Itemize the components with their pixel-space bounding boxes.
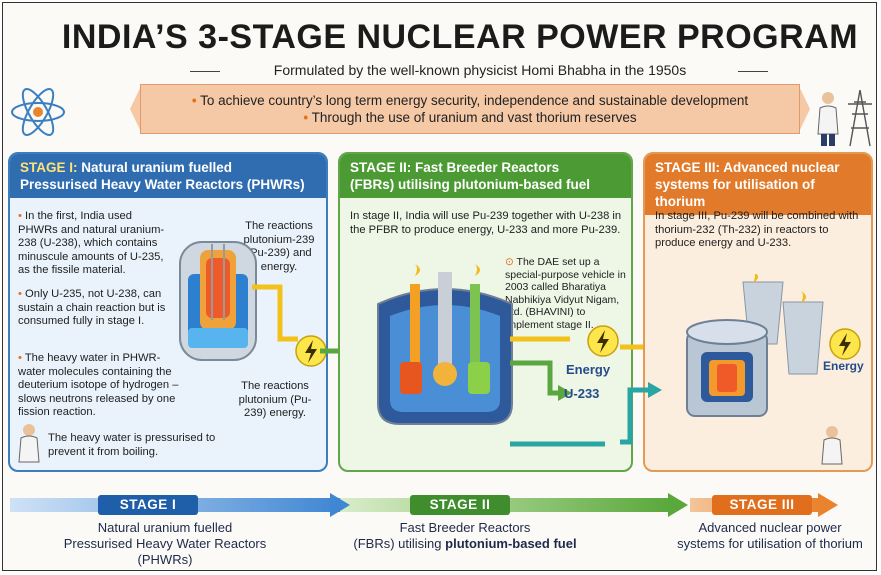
stage-1-title-line2: Pressurised Heavy Water Reactors (PHWRs) — [20, 177, 305, 192]
stage-2-tag: STAGE II: — [350, 160, 412, 175]
stage-3-panel: STAGE III: Advanced nuclear systems for … — [643, 152, 873, 472]
timeline-stage-3-label: STAGE III — [712, 495, 812, 515]
timeline-stage-1-label: STAGE I — [98, 495, 198, 515]
scientist-icon — [18, 424, 40, 463]
subtitle: Formulated by the well-known physicist H… — [273, 62, 687, 78]
timeline-arrowhead-1 — [330, 493, 350, 517]
timeline-stage-3-caption: Advanced nuclear power systems for utili… — [677, 520, 863, 551]
thorium-reactor-illustration — [686, 274, 824, 417]
stage-1-note: The heavy water is pressurised to preven… — [48, 432, 216, 458]
timeline-stage-2-caption: Fast Breeder Reactors (FBRs) utilising p… — [353, 520, 577, 551]
subtitle-rule-right — [738, 71, 768, 72]
stage-2-energy-icon — [587, 325, 619, 357]
stage-2-callout: ⊙ The DAE set up a special-purpose vehic… — [505, 256, 626, 331]
stage-2-title: Fast Breeder Reactors — [415, 160, 560, 175]
phwr-reactor-illustration — [179, 241, 257, 361]
stage-1-callout-bottom: The reactions plutonium (Pu-239) energy. — [238, 380, 312, 419]
stage-1-callout-top: The reactions plutonium-239 (Pu-239) and… — [243, 220, 315, 273]
stage-1-bullet-1: • In the first, India used PHWRs and nat… — [18, 210, 165, 276]
stage-3-title: Advanced nuclear — [723, 160, 840, 175]
stage-3-energy-label: Energy — [823, 359, 864, 373]
scientist-icon-right — [821, 426, 843, 465]
stage-3-tag: STAGE III: — [655, 160, 721, 175]
scientist-tower-icon — [817, 89, 872, 147]
stage-3-text: In stage III, Pu-239 will be combined wi… — [655, 210, 859, 249]
stage-3-header: STAGE III: Advanced nuclear systems for … — [645, 154, 871, 215]
stage-1-bullet-3: • The heavy water in PHWR- water molecul… — [18, 352, 179, 418]
banner-ribbon-left — [130, 84, 142, 134]
banner-ribbon-right — [798, 84, 810, 134]
timeline-stage-1-caption: Natural uranium fuelled Pressurised Heav… — [63, 520, 267, 567]
timeline-arrowhead-3 — [818, 493, 838, 517]
timeline-arrowhead-2 — [668, 493, 688, 517]
fbr-reactor-illustration — [377, 264, 513, 425]
stage-2-title-line2: (FBRs) utilising plutonium-based fuel — [350, 177, 590, 192]
stage-2-text: In stage II, India will use Pu-239 toget… — [350, 210, 622, 236]
atom-icon — [11, 88, 65, 136]
stage-3-energy-icon — [829, 328, 861, 360]
banner-goal-2: Through the use of uranium and vast thor… — [311, 110, 637, 125]
stage-2-energy-label: Energy — [566, 362, 611, 377]
stage-1-header: STAGE I: Natural uranium fuelled Pressur… — [10, 154, 326, 198]
stage-2-header: STAGE II: Fast Breeder Reactors (FBRs) u… — [340, 154, 631, 198]
subtitle-rule-left — [190, 71, 220, 72]
stage-1-tag: STAGE I: — [20, 160, 78, 175]
page-title: INDIA’S 3-STAGE NUCLEAR POWER PROGRAM — [61, 18, 859, 56]
stage-2-panel: STAGE II: Fast Breeder Reactors (FBRs) u… — [338, 152, 633, 472]
stage-3-title-line2: systems for utilisation of thorium — [655, 177, 815, 209]
stage-1-energy-icon — [295, 335, 326, 367]
stage-2-u233-label: U-233 — [564, 386, 600, 401]
timeline-stage-2-label: STAGE II — [410, 495, 510, 515]
stage-1-bullet-2: • Only U-235, not U-238, can sustain a c… — [18, 288, 166, 327]
stage-2-output-pipes — [510, 336, 605, 447]
u233-arrow-to-stage3 — [620, 382, 662, 445]
stage-1-output-pipe — [252, 284, 298, 342]
stage-1-panel: STAGE I: Natural uranium fuelled Pressur… — [8, 152, 328, 472]
stage-1-title: Natural uranium fuelled — [81, 160, 233, 175]
goals-banner: • To achieve country’s long term energy … — [140, 84, 800, 134]
banner-goal-1: To achieve country’s long term energy se… — [200, 93, 749, 108]
